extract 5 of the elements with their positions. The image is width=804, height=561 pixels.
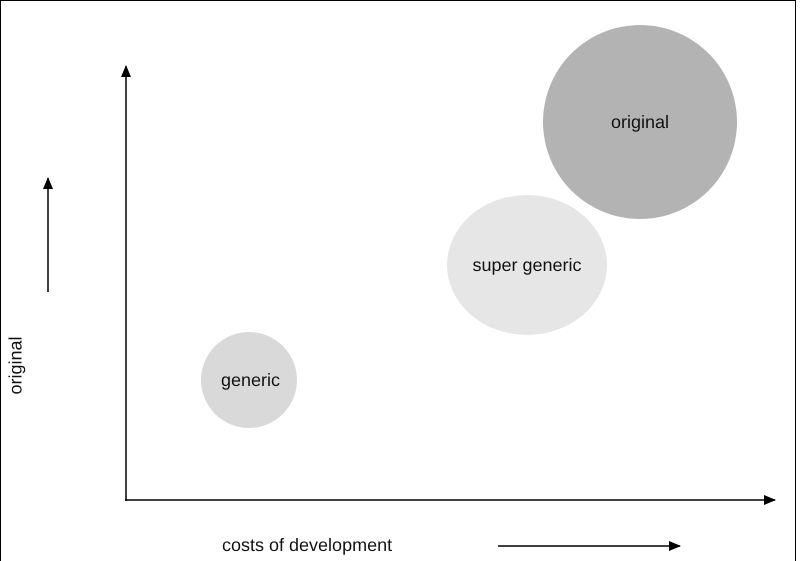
bubble-label: generic (221, 369, 277, 392)
bubble-label: original (610, 111, 670, 134)
axis-label: original (6, 336, 27, 395)
bubble-label: super generic (472, 254, 582, 277)
axis-label: costs of development (222, 535, 392, 556)
